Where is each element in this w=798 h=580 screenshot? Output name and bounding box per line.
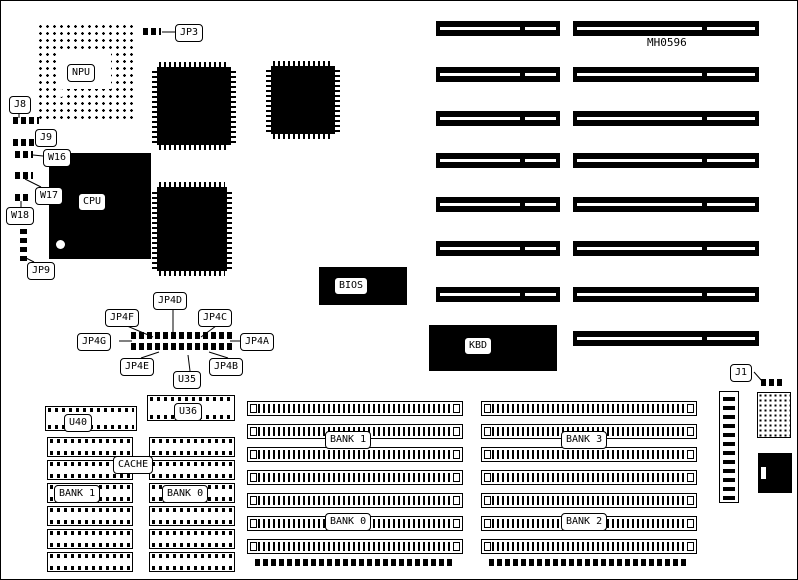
cache-bank1-label: BANK 1 [54, 485, 101, 503]
simm-bank3-label: BANK 3 [561, 431, 608, 449]
isa-slot [573, 241, 759, 256]
cache-label: CACHE [113, 456, 154, 474]
cache-chip [149, 552, 235, 572]
u36-label: U36 [174, 403, 203, 421]
qfp-chip-body [157, 67, 231, 145]
jp9-jumper [20, 229, 27, 261]
resistor-pack-row [489, 559, 689, 566]
j9-label: J9 [35, 129, 58, 147]
isa-slot [436, 153, 560, 168]
kbd-label: KBD [464, 337, 493, 355]
simm-socket [247, 470, 463, 485]
jp4f-label: JP4F [105, 309, 140, 327]
cache-chip [149, 437, 235, 457]
isa-slot [573, 21, 759, 36]
jp4c-label: JP4C [198, 309, 233, 327]
simm-socket [481, 447, 697, 462]
jp4g-label: JP4G [77, 333, 112, 351]
jp4-jumper-block-row [131, 343, 235, 350]
w18-jumper [15, 194, 28, 201]
keyboard-din-connector [757, 392, 791, 438]
jp4e-label: JP4E [120, 358, 155, 376]
resistor-pack-row [255, 559, 455, 566]
j9-connector [13, 139, 43, 146]
simm-socket [481, 470, 697, 485]
jp4-jumper-block-row [131, 332, 235, 339]
isa-slot [436, 197, 560, 212]
qfp-chip-body [157, 187, 227, 271]
w16-jumper [15, 151, 33, 158]
simm-socket [481, 539, 697, 554]
simm-bank0-label: BANK 0 [325, 513, 372, 531]
j1-label: J1 [730, 364, 753, 382]
jp4a-label: JP4A [240, 333, 275, 351]
u35-label: U35 [173, 371, 202, 389]
j8-label: J8 [9, 96, 32, 114]
qfp-chip [152, 62, 236, 150]
qfp-chip [152, 182, 232, 276]
isa-slot [436, 241, 560, 256]
isa-slot [436, 287, 560, 302]
cache-chip [149, 460, 235, 480]
simm-socket [481, 401, 697, 416]
cache-chip [149, 506, 235, 526]
simm-socket [481, 493, 697, 508]
cpu-pin1-marker [56, 240, 65, 249]
isa-slot [573, 287, 759, 302]
power-header [719, 391, 739, 503]
w17-jumper [15, 172, 33, 179]
u40-label: U40 [64, 414, 93, 432]
simm-bank1-label: BANK 1 [325, 431, 372, 449]
isa-slot [436, 67, 560, 82]
simm-socket [247, 539, 463, 554]
cache-chip [47, 506, 133, 526]
isa-slot [573, 153, 759, 168]
cache-bank0-label: BANK 0 [162, 485, 209, 503]
j8-connector [13, 117, 39, 124]
edge-connector [758, 453, 792, 493]
isa-slot [436, 21, 560, 36]
npu-pin1-marker [57, 89, 65, 97]
simm-socket [247, 401, 463, 416]
isa-slot [573, 67, 759, 82]
isa-slot [573, 111, 759, 126]
isa-slot [573, 197, 759, 212]
simm-socket [247, 447, 463, 462]
cache-chip [149, 529, 235, 549]
bios-label: BIOS [334, 277, 369, 295]
simm-bank2-label: BANK 2 [561, 513, 608, 531]
jp9-label: JP9 [27, 262, 56, 280]
isa-slot [436, 111, 560, 126]
edge-connector-slot [761, 467, 766, 479]
qfp-chip-body [271, 66, 335, 134]
qfp-chip [266, 61, 340, 139]
cache-chip [47, 552, 133, 572]
cache-chip [47, 460, 133, 480]
j1-connector [761, 379, 785, 386]
simm-socket [247, 493, 463, 508]
w16-label: W16 [43, 149, 72, 167]
cache-chip [47, 437, 133, 457]
board-part-number: MH0596 [647, 36, 687, 49]
isa-slot [573, 331, 759, 346]
cpu-label: CPU [78, 193, 107, 211]
kbd-controller-chip [429, 325, 557, 371]
npu-label: NPU [67, 64, 96, 82]
jp3-jumper [143, 28, 161, 35]
jp4b-label: JP4B [209, 358, 244, 376]
cache-chip [47, 529, 133, 549]
w18-label: W18 [6, 207, 35, 225]
jp4d-label: JP4D [153, 292, 188, 310]
w17-label: W17 [35, 187, 64, 205]
jp3-label: JP3 [175, 24, 204, 42]
